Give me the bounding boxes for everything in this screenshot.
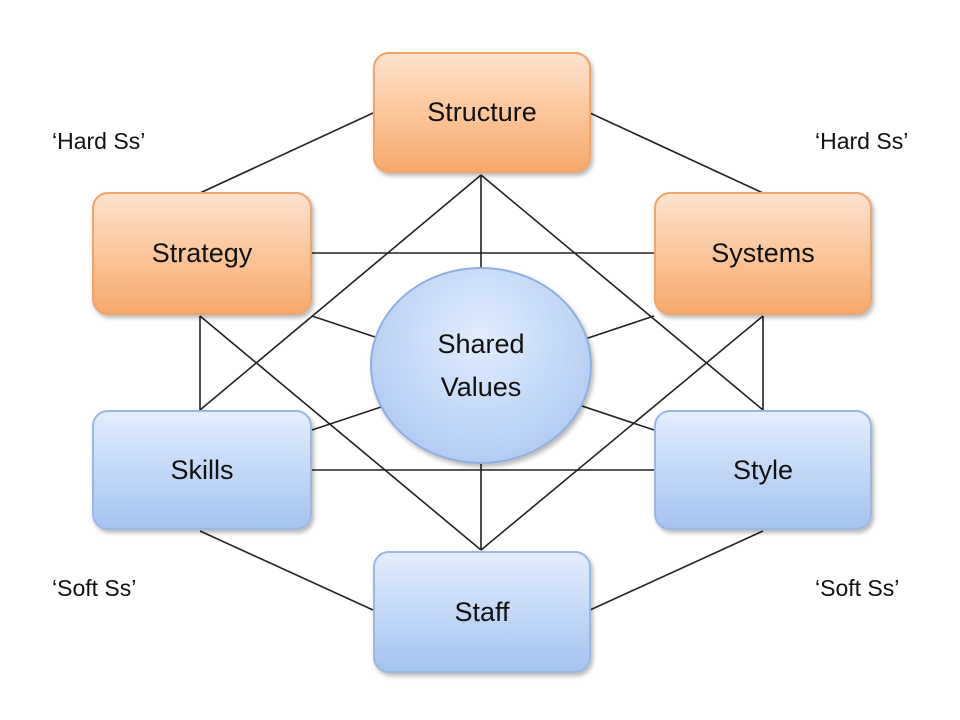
structure-label: Structure [427,97,537,127]
hard-ss-label-right: ‘Hard Ss’ [815,128,909,154]
soft-ss-label-left: ‘Soft Ss’ [52,575,137,601]
systems-box: Systems [654,192,872,315]
edge-structure-style [480,174,764,411]
shared-values-line2: Values [440,371,522,402]
skills-label: Skills [170,454,234,485]
staff-label: Staff [454,596,510,627]
hard-ss-label-left: ‘Hard Ss’ [52,128,146,154]
staff-box: Staff [373,551,591,673]
edge-structure-systems [589,112,764,194]
edge-style-staff [589,530,764,611]
edge-systems-staff [480,315,764,551]
edge-structure-skills [199,174,482,411]
style-box: Style [654,410,872,530]
edge-strategy-structure [199,112,374,194]
structure-box: Structure [373,52,591,173]
shared-values-line1: Shared [437,328,525,359]
skills-box: Skills [92,410,312,530]
edge-strategy-staff [199,315,482,551]
soft-ss-label-right: ‘Soft Ss’ [815,575,900,601]
strategy-box: Strategy [92,192,312,315]
edge-skills-staff [199,530,374,611]
systems-label: Systems [711,238,815,268]
style-label: Style [732,454,794,485]
shared-values-circle: Shared Values [370,267,592,464]
strategy-label: Strategy [151,238,253,268]
